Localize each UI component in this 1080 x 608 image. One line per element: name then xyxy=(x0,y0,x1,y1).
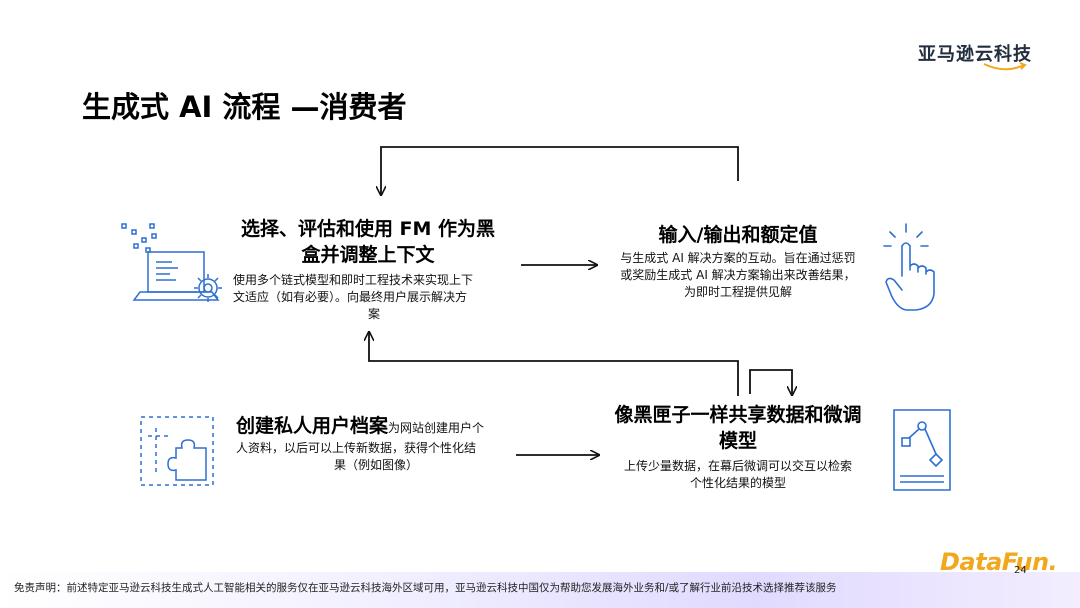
share-block-title: 像黑匣子一样共享数据和微调 模型 xyxy=(598,402,878,454)
footer-bar xyxy=(0,572,1080,608)
select-block-title: 选择、评估和使用 FM 作为黑 盒并调整上下文 xyxy=(226,216,510,268)
arrow-share-self-loop xyxy=(749,369,792,395)
profile-desc-line-3: 果（例如图像） xyxy=(333,458,418,472)
profile-desc-line-2: 人资料，以后可以上传新数据，获得个性化结 xyxy=(236,441,477,455)
profile-desc-inline: 为网站创建用户个 xyxy=(388,421,485,435)
io-block-title: 输入/输出和额定值 xyxy=(658,224,818,246)
touch-hand-icon xyxy=(883,223,935,311)
select-title-line-1: 选择、评估和使用 FM 作为黑 xyxy=(240,218,496,240)
io-block-desc: 与生成式 AI 解决方案的互动。旨在通过惩罚 或奖励生成式 AI 解决方案输出来… xyxy=(602,250,874,301)
puzzle-icon xyxy=(140,416,214,486)
share-desc-line-1: 上传少量数据，在幕后微调可以交互以检索 xyxy=(623,459,852,473)
share-desc-line-2: 个性化结果的模型 xyxy=(689,476,786,490)
page-number: 24 xyxy=(1014,565,1027,576)
io-desc-line-3: 为即时工程提供见解 xyxy=(683,285,792,299)
share-block-desc: 上传少量数据，在幕后微调可以交互以检索 个性化结果的模型 xyxy=(598,458,878,492)
brand-name: 亚马逊云科技 xyxy=(918,44,1032,65)
share-title-line-2: 模型 xyxy=(718,430,757,452)
profile-block: 创建私人用户档案为网站创建用户个 人资料，以后可以上传新数据，获得个性化结 果（… xyxy=(236,414,516,474)
profile-block-title: 创建私人用户档案 xyxy=(236,415,389,437)
disclaimer: 免责声明：前述特定亚马逊云科技生成式人工智能相关的服务仅在亚马逊云科技海外区域可… xyxy=(14,582,837,594)
brand-smile-icon xyxy=(983,62,1027,71)
arrow-share-to-select xyxy=(369,332,739,396)
share-title-line-1: 像黑匣子一样共享数据和微调 xyxy=(614,404,862,426)
page-title: 生成式 AI 流程 —消费者 xyxy=(82,90,407,124)
io-desc-line-2: 或奖励生成式 AI 解决方案输出来改善结果， xyxy=(620,268,856,282)
select-block-desc: 使用多个链式模型和即时工程技术来实现上下 文适应（如有必要）。向最终用户展示解决… xyxy=(233,272,515,323)
document-flowchart-icon xyxy=(893,409,951,491)
datafun-logo: DataFun. xyxy=(940,548,1058,576)
select-desc-line-3: 案 xyxy=(367,307,380,321)
select-desc-line-2: 文适应（如有必要）。向最终用户展示解决方 xyxy=(233,290,468,304)
select-desc-line-1: 使用多个链式模型和即时工程技术来实现上下 xyxy=(233,273,474,287)
laptop-gear-icon xyxy=(121,223,222,302)
arrow-io-to-select xyxy=(381,146,739,195)
io-desc-line-1: 与生成式 AI 解决方案的互动。旨在通过惩罚 xyxy=(620,251,856,265)
select-title-line-2: 盒并调整上下文 xyxy=(301,244,435,266)
brand-logo: 亚马逊云科技 xyxy=(918,40,1032,71)
